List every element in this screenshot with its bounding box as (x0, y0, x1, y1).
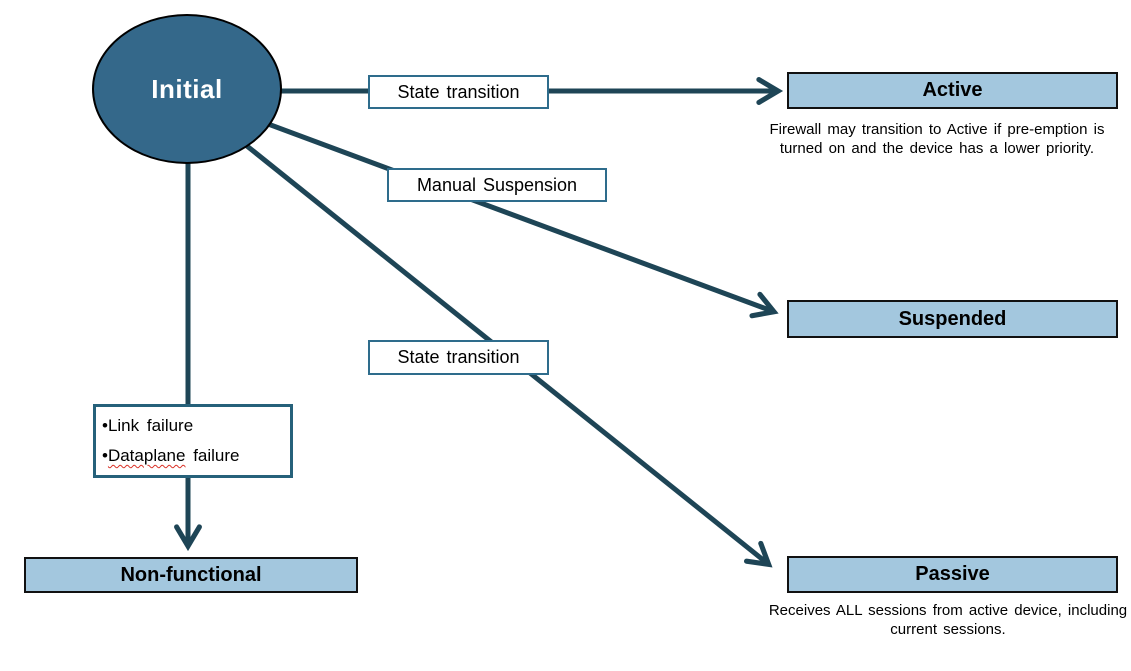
bullet-icon: • (102, 446, 108, 465)
note-item-link-failure: •Link failure (102, 416, 284, 436)
note-item-dataplane-failure: •Dataplane failure (102, 446, 284, 466)
edge-label-state-transition-active: State transition (368, 75, 549, 109)
failure-reasons-note: •Link failure •Dataplane failure (93, 404, 293, 478)
note-item-text: Link failure (107, 416, 194, 435)
node-initial-label: Initial (151, 73, 223, 104)
edge-label-manual-suspension: Manual Suspension (387, 168, 607, 202)
edge-label-state-transition-passive: State transition (368, 340, 549, 375)
node-suspended: Suspended (787, 300, 1118, 338)
node-passive: Passive (787, 556, 1118, 593)
edge-label-text: State transition (397, 81, 520, 102)
arrow-initial-to-suspended (259, 118, 779, 319)
note-item-text: failure (185, 446, 240, 465)
node-active: Active (787, 72, 1118, 109)
node-initial: Initial (92, 14, 282, 164)
node-passive-label: Passive (915, 563, 990, 585)
node-active-label: Active (922, 79, 983, 101)
active-caption: Firewall may transition to Active if pre… (769, 121, 1105, 157)
bullet-icon: • (102, 416, 108, 435)
note-item-text-misspelled: Dataplane (107, 446, 186, 465)
node-suspended-label: Suspended (898, 307, 1007, 330)
edge-label-text: State transition (397, 347, 520, 367)
passive-caption: Receives ALL sessions from active device… (768, 602, 1128, 638)
node-non-functional-label: Non-functional (120, 563, 262, 586)
node-non-functional: Non-functional (24, 557, 358, 593)
edge-label-text: Manual Suspension (416, 174, 578, 195)
